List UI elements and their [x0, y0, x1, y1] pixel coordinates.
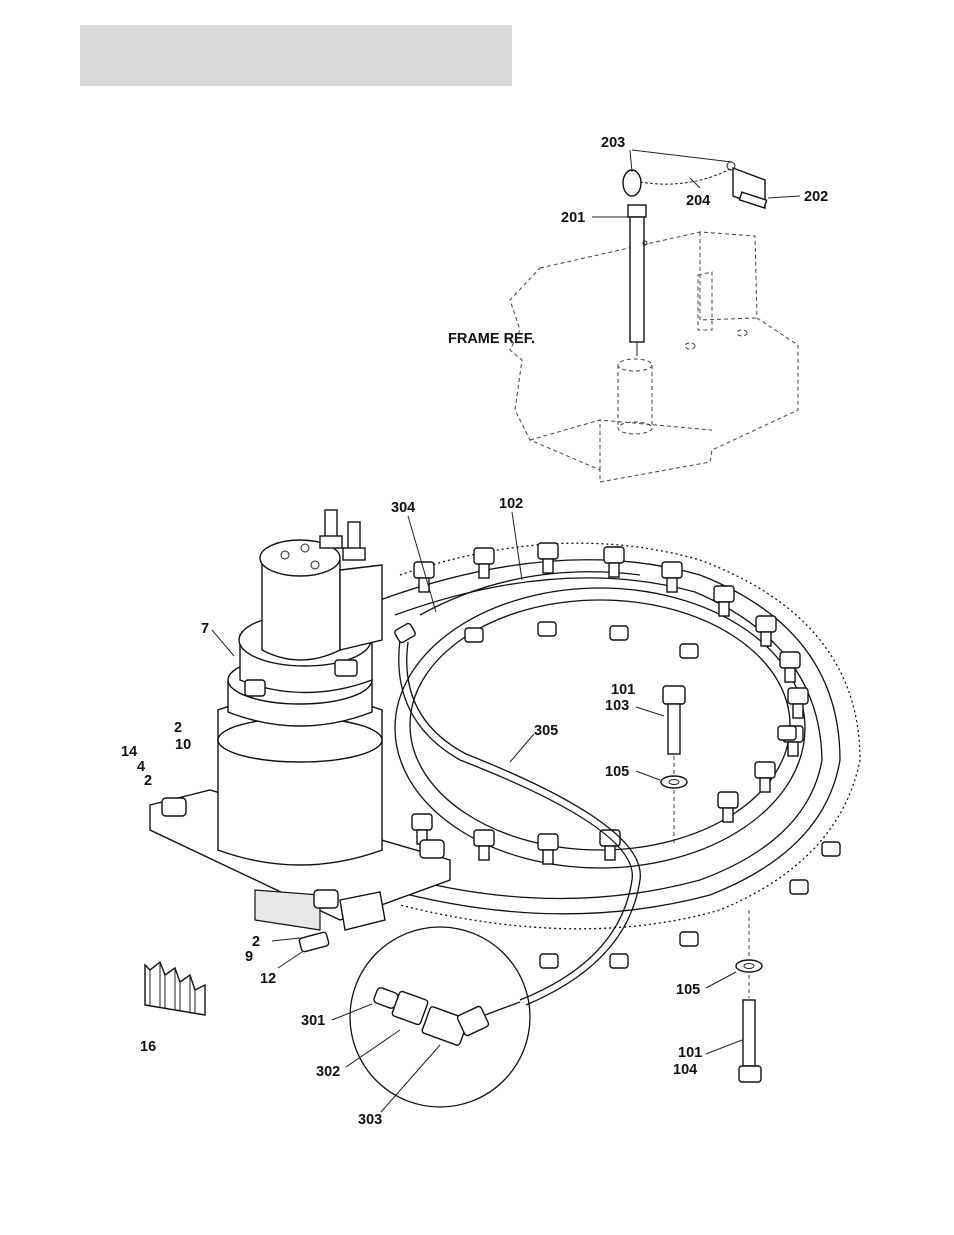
- washer-105-upper: [661, 776, 687, 845]
- label-104: 104: [673, 1062, 697, 1078]
- label-16: 16: [140, 1039, 156, 1055]
- chain-204: [640, 168, 732, 184]
- label-101-upper: 101: [611, 682, 635, 698]
- label-302: 302: [316, 1064, 340, 1080]
- label-2-c: 2: [252, 934, 260, 950]
- detail-circle: [350, 927, 530, 1107]
- pin-201: [623, 170, 647, 356]
- part-16: [145, 962, 205, 1015]
- label-204: 204: [686, 193, 710, 209]
- label-12: 12: [260, 971, 276, 987]
- label-9: 9: [245, 949, 253, 965]
- label-102: 102: [499, 496, 523, 512]
- label-304: 304: [391, 500, 415, 516]
- label-2-a: 2: [174, 720, 182, 736]
- bolt-101-104: [739, 975, 761, 1082]
- label-201: 201: [561, 210, 585, 226]
- label-105-upper: 105: [605, 764, 629, 780]
- bolt-101-103: [663, 686, 685, 778]
- label-305: 305: [534, 723, 558, 739]
- label-7: 7: [201, 621, 209, 637]
- frame-reference-outline: [510, 232, 798, 482]
- label-203: 203: [601, 135, 625, 151]
- label-103: 103: [605, 698, 629, 714]
- label-303: 303: [358, 1112, 382, 1128]
- label-10: 10: [175, 737, 191, 753]
- label-frame-ref: FRAME REF.: [448, 331, 535, 347]
- label-202: 202: [804, 189, 828, 205]
- drive-motor-7: [150, 510, 450, 952]
- label-301: 301: [301, 1013, 325, 1029]
- washer-105-lower: [736, 910, 762, 972]
- label-101-lower: 101: [678, 1045, 702, 1061]
- label-2-b: 2: [144, 773, 152, 789]
- label-14: 14: [121, 744, 137, 760]
- clip-202: [727, 162, 767, 208]
- label-105-lower: 105: [676, 982, 700, 998]
